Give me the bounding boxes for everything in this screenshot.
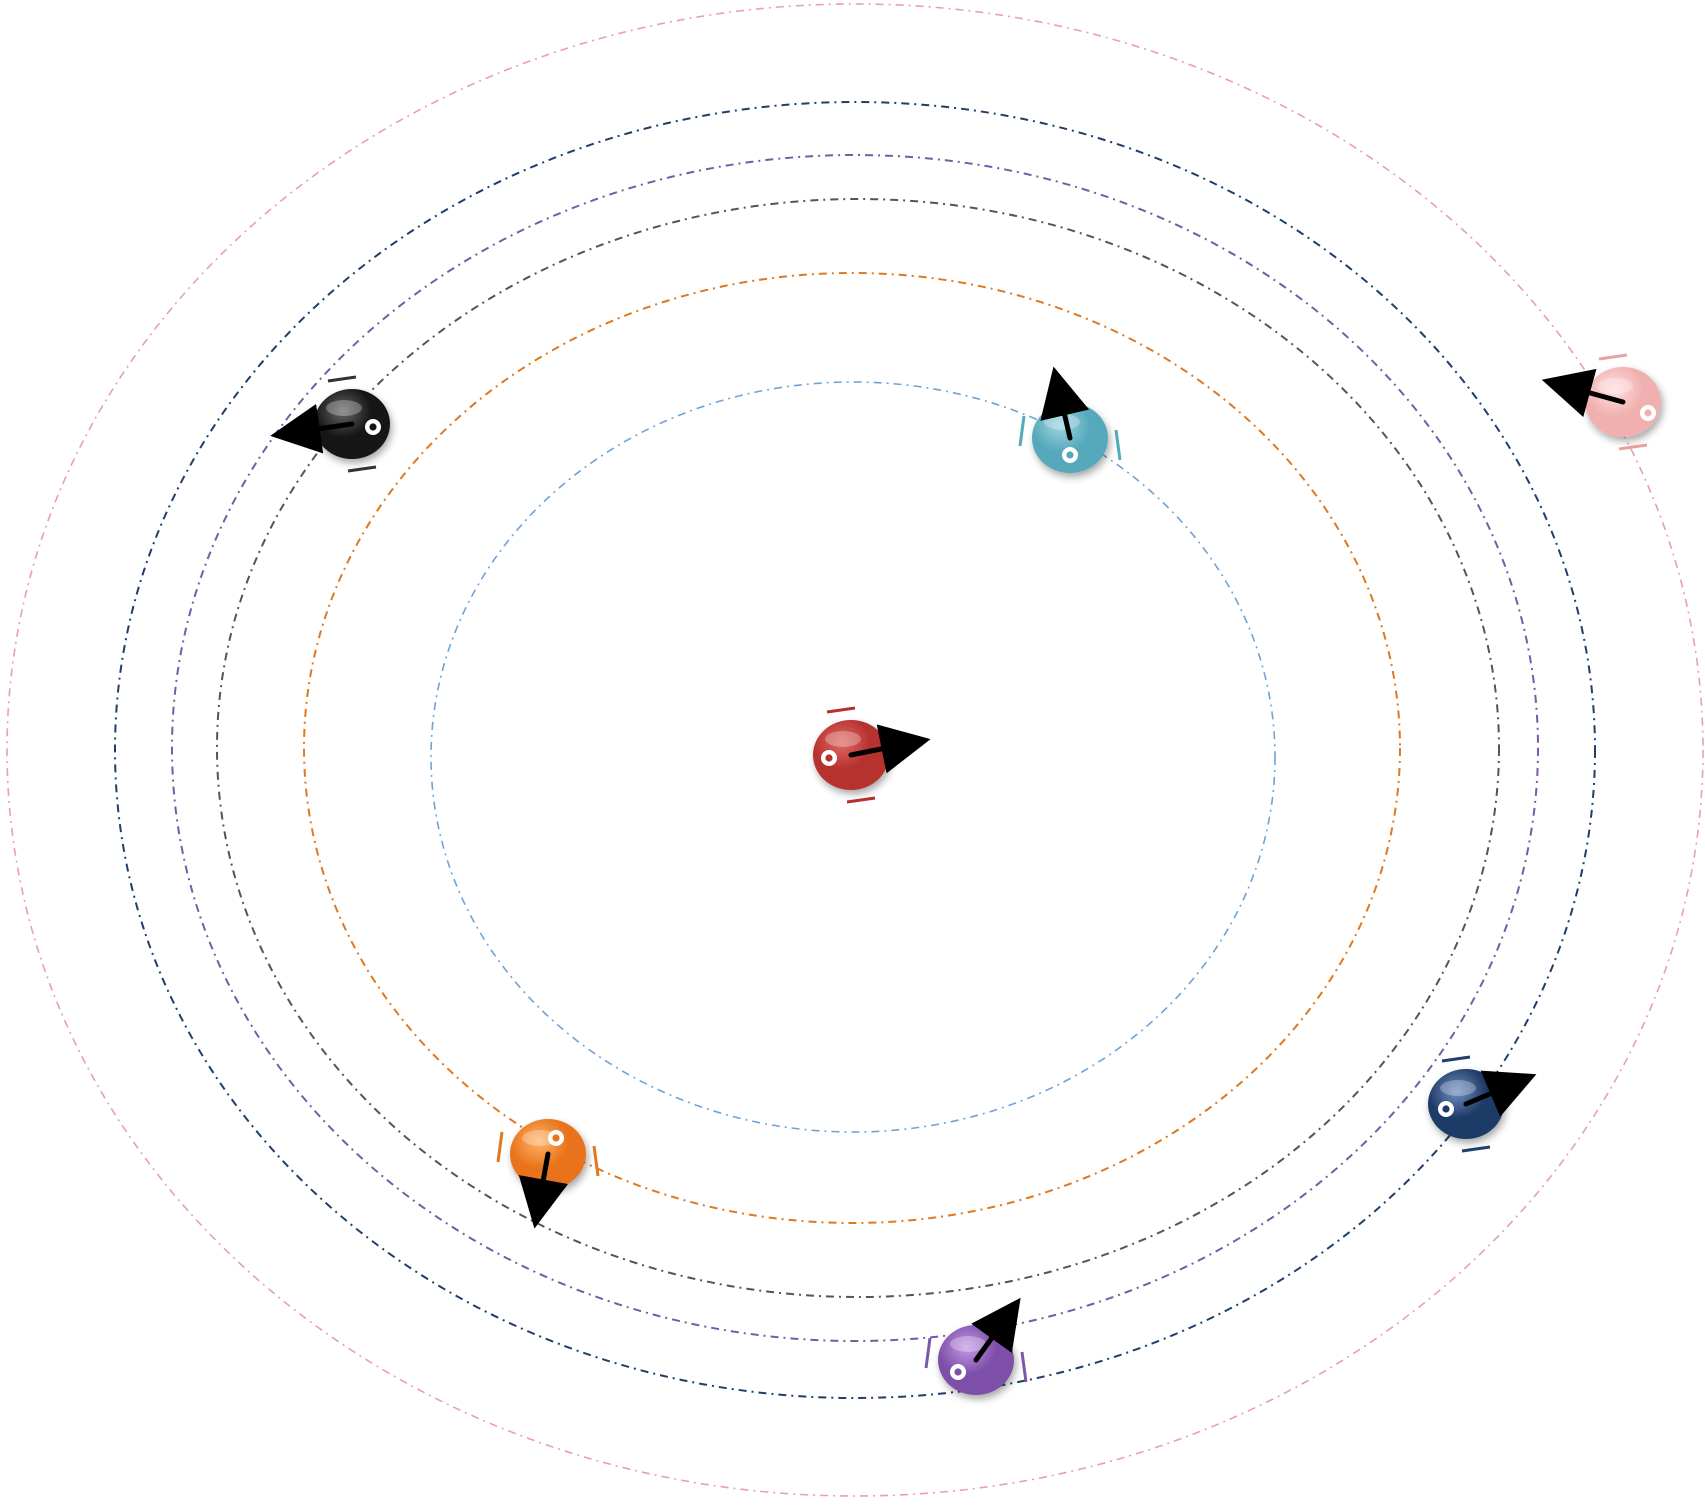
robot-red-gloss xyxy=(825,731,861,747)
robot-orange-heading-arrow xyxy=(518,1151,568,1229)
robot-teal-heading-arrow xyxy=(1040,366,1090,441)
robot-navy-heading-arrow xyxy=(1463,1070,1537,1117)
orbit-pink xyxy=(6,3,1704,1497)
robot-navy-wheels xyxy=(1441,1055,1491,1153)
robot-black xyxy=(270,375,390,473)
robot-orange-gloss xyxy=(522,1130,558,1146)
robot-navy-gloss xyxy=(1440,1080,1476,1096)
robot-red-heading-arrow xyxy=(848,724,931,774)
robot-teal xyxy=(1018,366,1122,473)
robot-red xyxy=(813,706,931,804)
robots-group xyxy=(270,353,1661,1395)
robot-orange xyxy=(496,1119,600,1229)
robot-teal-wheels xyxy=(1018,415,1122,461)
orbit-orange xyxy=(303,272,1401,1224)
robot-black-eye-pupil xyxy=(369,423,377,431)
robot-orange-eye-pupil xyxy=(552,1134,560,1142)
robot-black-heading-arrow xyxy=(270,403,355,454)
robot-purple-eye-pupil xyxy=(954,1368,962,1376)
robot-purple xyxy=(924,1297,1028,1395)
orbit-black xyxy=(216,198,1500,1298)
robot-teal-gloss xyxy=(1044,414,1080,430)
robot-red-eye-pupil xyxy=(825,754,833,762)
robot-navy-eye-pupil xyxy=(1442,1105,1450,1113)
robot-black-gloss xyxy=(326,400,362,416)
robot-black-wheels xyxy=(327,375,377,473)
robot-purple-wheels xyxy=(924,1337,1028,1383)
robot-red-wheels xyxy=(826,706,876,804)
robot-purple-heading-arrow xyxy=(971,1297,1021,1363)
robot-teal-eye-pupil xyxy=(1066,451,1074,459)
robot-pink-eye-pupil xyxy=(1644,409,1652,417)
orbit-navy xyxy=(114,101,1596,1399)
orbits-group xyxy=(6,3,1704,1497)
robot-orange-wheels xyxy=(496,1131,600,1177)
orbit-blue xyxy=(430,381,1276,1133)
orbit-purple xyxy=(171,154,1539,1342)
robot-navy xyxy=(1428,1055,1537,1153)
robot-pink xyxy=(1541,353,1661,451)
robot-pink-wheels xyxy=(1598,353,1648,451)
robot-pink-gloss xyxy=(1597,378,1633,394)
robot-pink-heading-arrow xyxy=(1541,368,1626,418)
